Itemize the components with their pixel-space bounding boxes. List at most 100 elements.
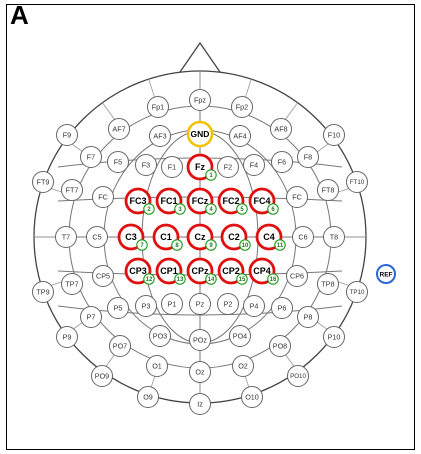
ground-electrode: GND	[186, 120, 214, 148]
electrode-f6: F6	[271, 151, 293, 173]
electrode-t7: T7	[55, 226, 77, 248]
electrode-label: POz	[193, 336, 207, 345]
channel-number-badge	[171, 239, 183, 251]
electrode-label: P10	[328, 333, 341, 342]
electrode-po9: PO9	[91, 365, 113, 387]
electrode-p5: P5	[107, 297, 129, 319]
electrode-label: F5	[114, 158, 122, 167]
electrode-label: FT8	[322, 186, 335, 195]
electrode-label: PO10	[290, 373, 306, 380]
electrode-label: FC	[292, 193, 302, 202]
electrode-label: FC1	[160, 196, 177, 206]
electrode-o9: O9	[137, 386, 159, 408]
electrode-label: Fp1	[152, 103, 164, 112]
electrode-label: Pz	[196, 300, 205, 309]
channel-number-badge	[205, 169, 217, 181]
channel-number-badge	[143, 273, 155, 285]
electrode-label: PO3	[153, 332, 167, 341]
channel-number-badge	[205, 273, 217, 285]
electrode-f10: F10	[323, 124, 345, 146]
electrode-label: FT10	[350, 179, 365, 186]
electrode-ft8: FT8	[317, 179, 339, 201]
channel-number-badge	[274, 239, 286, 251]
electrode-cp5: CP5	[92, 265, 114, 287]
electrode-label: TP7	[65, 280, 78, 289]
electrode-label: FT9	[37, 178, 50, 187]
electrode-f2: F2	[217, 156, 239, 178]
electrode-t8: T8	[323, 226, 345, 248]
electrode-f4: F4	[243, 154, 265, 176]
electrode-label: F9	[63, 131, 71, 140]
channel-number: 5	[240, 207, 244, 213]
electrode-tp7: TP7	[61, 273, 83, 295]
channel-number: 3	[178, 207, 182, 213]
electrode-label: O2	[238, 362, 248, 371]
electrode-label: F7	[87, 153, 95, 162]
electrode-label: F4	[250, 161, 258, 170]
electrode-label: F3	[142, 161, 150, 170]
electrode-label: C3	[125, 232, 137, 242]
active-electrode-fz: Fz1	[186, 153, 217, 181]
electrode-label: C6	[298, 233, 307, 242]
channel-number: 10	[242, 243, 249, 249]
electrode-label: F2	[224, 163, 232, 172]
electrode-label: Cz	[195, 232, 206, 242]
channel-number-badge	[205, 239, 217, 251]
electrode-label: CP6	[290, 272, 304, 281]
electrode-label: FC2	[222, 196, 239, 206]
electrode-fc: FC	[92, 186, 114, 208]
channel-number: 8	[175, 243, 179, 249]
electrode-label: O1	[152, 362, 162, 371]
electrode-label: PO8	[273, 342, 287, 351]
electrode-po10: PO10	[287, 365, 309, 387]
channel-number-badge	[239, 239, 251, 251]
electrode-cp6: CP6	[286, 265, 308, 287]
electrode-label: FC4	[253, 196, 270, 206]
electrode-label: TP8	[321, 280, 334, 289]
channel-number-badge	[267, 203, 279, 215]
electrode-label: CP4	[253, 266, 271, 276]
electrode-p1: P1	[161, 293, 183, 315]
electrode-af7: AF7	[108, 118, 130, 140]
electrode-label: F1	[168, 163, 176, 172]
electrode-f1: F1	[161, 156, 183, 178]
channel-number: 12	[146, 277, 153, 283]
electrode-label: Iz	[197, 400, 203, 409]
electrode-label: CP3	[129, 266, 147, 276]
channel-number: 11	[277, 243, 284, 249]
electrode-af3: AF3	[149, 125, 171, 147]
channel-number: 7	[140, 243, 144, 249]
electrode-label: P5	[114, 304, 123, 313]
electrode-po7: PO7	[109, 335, 131, 357]
electrode-label: T8	[330, 233, 338, 242]
electrode-label: C2	[228, 232, 240, 242]
electrode-ft9: FT9	[32, 171, 54, 193]
electrode-label: REF	[380, 271, 393, 278]
electrode-label: O10	[245, 393, 259, 402]
channel-number: 1	[209, 173, 213, 179]
channel-number: 9	[209, 243, 213, 249]
electrode-f8: F8	[297, 146, 319, 168]
electrode-ft10: FT10	[346, 171, 368, 193]
electrode-label: FC3	[129, 196, 146, 206]
electrode-af8: AF8	[270, 118, 292, 140]
electrode-label: AF7	[112, 125, 125, 134]
active-electrode-cz: Cz9	[186, 223, 217, 251]
nose-marker	[179, 41, 221, 73]
electrode-label: F6	[278, 158, 286, 167]
channel-number: 14	[208, 277, 215, 283]
electrode-label: PO9	[95, 372, 109, 381]
electrode-label: C5	[92, 233, 101, 242]
electrode-p9: P9	[56, 326, 78, 348]
electrode-tp9: TP9	[32, 281, 54, 303]
electrode-label: AF4	[233, 132, 246, 141]
